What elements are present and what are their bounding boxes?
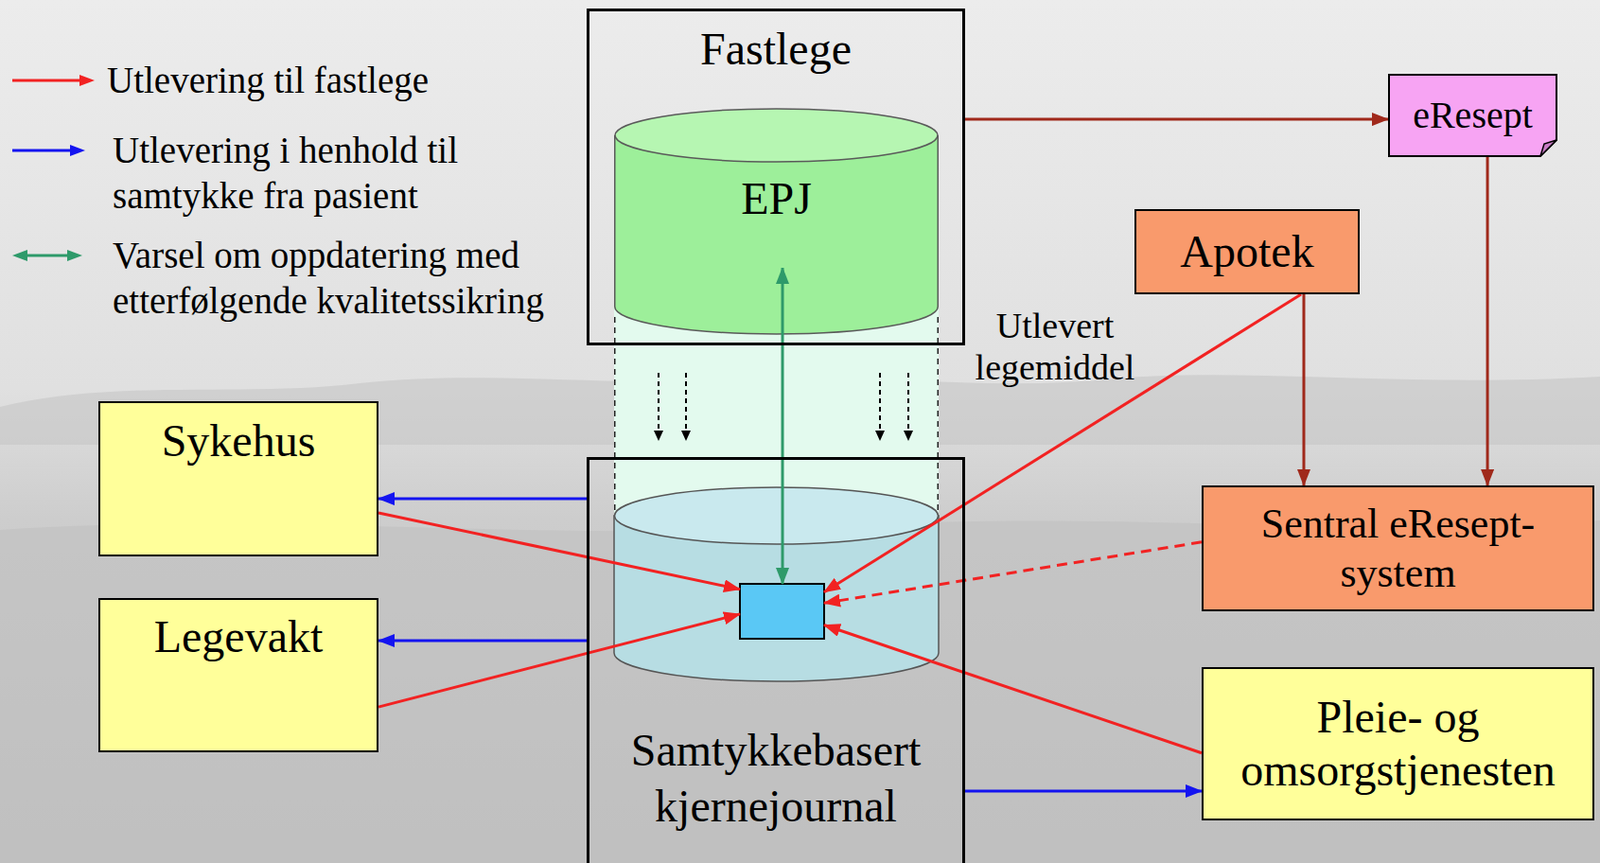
node-label: eResept xyxy=(1395,93,1550,138)
dashed-arrow xyxy=(685,372,687,432)
dashed-arrow xyxy=(907,372,910,432)
dashed-side xyxy=(937,316,940,511)
node-label: Samtykkebasert kjernejournal xyxy=(597,721,955,834)
dashed-side xyxy=(614,316,616,511)
record-box xyxy=(739,583,825,639)
node-label: Legevakt xyxy=(109,610,368,664)
legend-green-line xyxy=(25,254,70,258)
edge-label-box: Utlevert legemiddel xyxy=(936,304,1174,388)
legend-blue-line xyxy=(12,149,72,153)
connector xyxy=(378,638,587,642)
connector xyxy=(378,614,740,707)
legend-text: Utlevering i henhold til samtykke fra pa… xyxy=(112,127,510,219)
node-label: Fastlege xyxy=(597,22,955,76)
system-box: Samtykkebasert kjernejournal xyxy=(586,457,966,863)
legend-red-head xyxy=(79,74,95,87)
note-body xyxy=(1389,74,1557,157)
database-cylinder xyxy=(614,267,939,682)
actor-box: Legevakt xyxy=(98,597,379,753)
arrow-head xyxy=(681,430,691,441)
connector xyxy=(824,542,1202,603)
connector xyxy=(1301,294,1305,486)
process-box: Apotek xyxy=(1134,209,1360,295)
node-label: Sykehus xyxy=(109,414,368,468)
arrow-head xyxy=(875,430,885,441)
cylinder-side xyxy=(614,135,616,268)
legend-entry: Utlevering i henhold til samtykke fra pa… xyxy=(112,127,510,219)
connector xyxy=(1486,157,1490,486)
process-box: Sentral eResept- system xyxy=(1201,485,1595,612)
legend-green-head xyxy=(67,249,83,262)
document-box: eResept xyxy=(1388,73,1558,158)
dashed-arrow xyxy=(879,372,881,432)
legend-red-line xyxy=(12,79,82,83)
connector xyxy=(378,497,587,501)
connector xyxy=(378,512,740,590)
connector xyxy=(781,267,785,584)
connector xyxy=(965,118,1389,122)
legend-blue-head xyxy=(70,144,86,157)
node-label: EPJ xyxy=(621,172,932,226)
legend-entry: Utlevering til fastlege xyxy=(106,57,429,104)
node-label: Sentral eResept- system xyxy=(1222,499,1574,598)
legend-samples xyxy=(12,74,95,262)
dashed-arrow xyxy=(657,372,660,432)
blue-cylinder-top xyxy=(615,487,939,545)
database-cylinder: EPJ xyxy=(614,107,939,268)
node-label: Apotek xyxy=(1145,225,1349,279)
connector xyxy=(965,789,1202,792)
edge-label: Utlevert legemiddel xyxy=(936,304,1174,388)
arrow-head xyxy=(903,430,914,441)
actor-box: Sykehus xyxy=(98,401,379,557)
note-fold xyxy=(1540,140,1557,157)
arrow-head xyxy=(653,430,664,441)
legend-green-head xyxy=(12,249,28,262)
green-cylinder-base xyxy=(614,267,939,335)
node-label: Pleie- og omsorgstjenesten xyxy=(1218,690,1578,797)
cylinder-top xyxy=(615,108,938,162)
legend-text: Varsel om oppdatering med etterfølgende … xyxy=(112,232,586,324)
green-cylinder-outline xyxy=(615,267,939,335)
legend-text: Utlevering til fastlege xyxy=(106,57,429,104)
legend-entry: Varsel om oppdatering med etterfølgende … xyxy=(112,232,586,324)
cylinder-side xyxy=(937,135,940,268)
system-box: FastlegeEPJ xyxy=(586,8,966,346)
actor-box: Pleie- og omsorgstjenesten xyxy=(1201,667,1595,821)
